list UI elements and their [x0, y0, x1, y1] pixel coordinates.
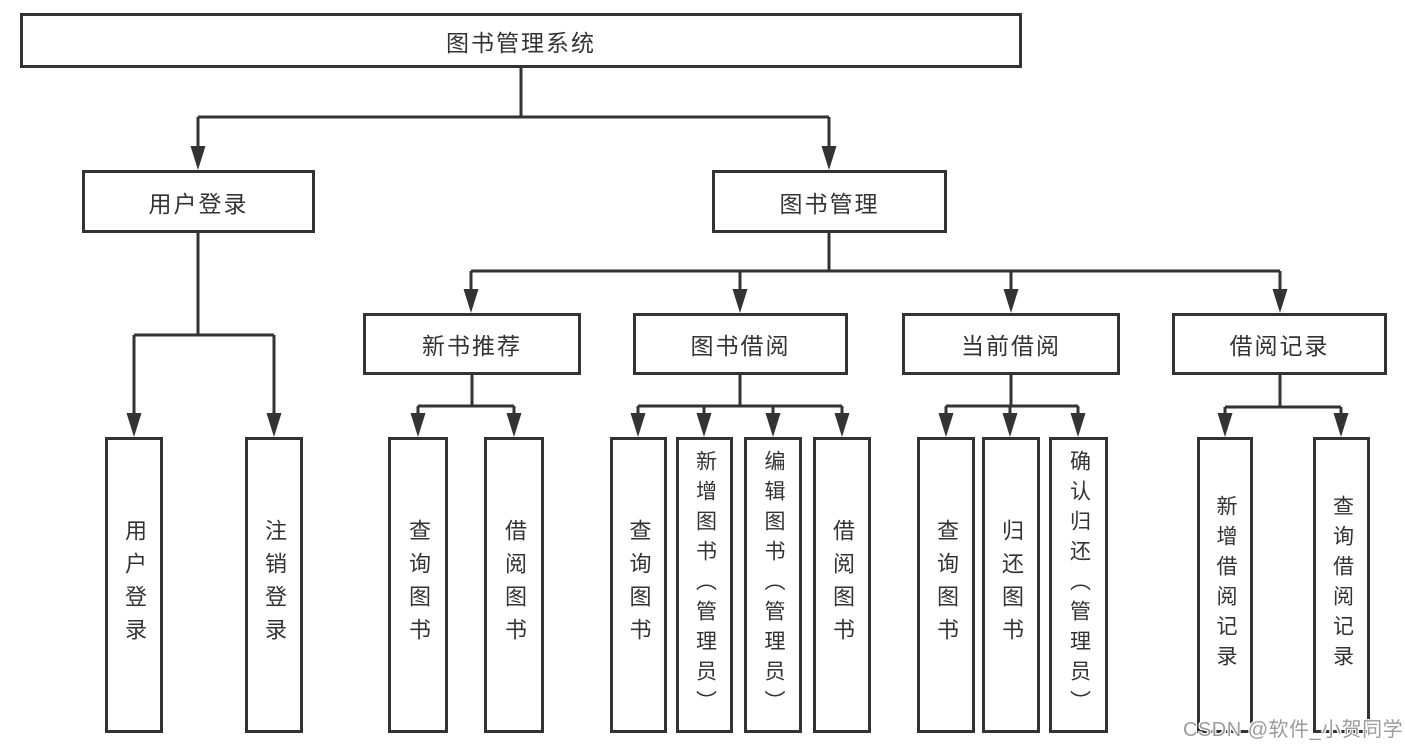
leaf-edit-book-admin: 编辑图书（管理员） — [744, 437, 802, 733]
node-new-book-recommend: 新书推荐 — [363, 313, 581, 375]
arrowhead-icon — [463, 289, 479, 313]
arrowhead-icon — [765, 413, 781, 437]
leaf-label: 用户登录 — [122, 519, 147, 651]
arrowhead-icon — [506, 413, 522, 437]
arrowhead-icon — [126, 413, 142, 437]
node-book-borrowing: 图书借阅 — [633, 313, 848, 375]
leaf-borrow-books-recommend: 借阅图书 — [484, 437, 544, 733]
arrowhead-icon — [1070, 413, 1086, 437]
arrowhead-icon — [1002, 413, 1018, 437]
leaf-query-books-current: 查询图书 — [917, 437, 975, 733]
leaf-label: 归还图书 — [999, 519, 1024, 651]
arrowhead-icon — [630, 413, 646, 437]
leaf-label: 编辑图书（管理员） — [762, 450, 785, 720]
node-root: 图书管理系统 — [20, 13, 1022, 68]
arrowhead-icon — [410, 413, 426, 437]
leaf-label: 新增图书（管理员） — [693, 450, 717, 720]
arrowhead-icon — [190, 146, 206, 170]
arrowhead-icon — [938, 413, 954, 437]
leaf-label: 查询借阅记录 — [1330, 495, 1354, 675]
leaf-logout: 注销登录 — [245, 437, 303, 733]
connector-paths — [132, 68, 1343, 416]
leaf-label: 查询图书 — [406, 519, 431, 651]
arrowhead-icon — [696, 413, 712, 437]
leaf-add-borrow-record: 新增借阅记录 — [1197, 437, 1253, 733]
leaf-label: 确认归还（管理员） — [1067, 450, 1091, 720]
leaf-query-books-recommend: 查询图书 — [388, 437, 448, 733]
leaf-label: 借阅图书 — [502, 519, 527, 651]
arrowhead-icon — [266, 413, 282, 437]
node-user-login: 用户登录 — [82, 170, 315, 233]
leaf-borrow-books: 借阅图书 — [813, 437, 871, 733]
node-book-management: 图书管理 — [712, 170, 947, 233]
leaf-label: 新增借阅记录 — [1214, 495, 1237, 675]
leaf-user-login: 用户登录 — [105, 437, 163, 733]
arrowhead-icon — [1272, 289, 1288, 313]
leaf-label: 查询图书 — [626, 519, 652, 651]
arrowhead-icon — [732, 289, 748, 313]
leaf-label: 借阅图书 — [830, 519, 855, 651]
leaf-return-books: 归还图书 — [982, 437, 1040, 733]
leaf-add-book-admin: 新增图书（管理员） — [676, 437, 733, 733]
node-current-borrowing: 当前借阅 — [902, 313, 1120, 375]
arrowhead-icon — [1003, 289, 1019, 313]
arrowhead-icon — [1333, 413, 1349, 437]
arrowhead-icon — [821, 146, 837, 170]
leaf-label: 查询图书 — [934, 519, 959, 651]
csdn-watermark: CSDN @软件_小贺同学 — [1183, 719, 1404, 741]
leaf-label: 注销登录 — [262, 519, 287, 651]
leaf-query-books-borrowing: 查询图书 — [610, 437, 667, 733]
arrowhead-icon — [1217, 413, 1233, 437]
arrowhead-icon — [834, 413, 850, 437]
leaf-confirm-return-admin: 确认归还（管理员） — [1049, 437, 1108, 733]
node-borrowing-records: 借阅记录 — [1172, 313, 1387, 375]
leaf-query-borrow-record: 查询借阅记录 — [1313, 437, 1370, 733]
